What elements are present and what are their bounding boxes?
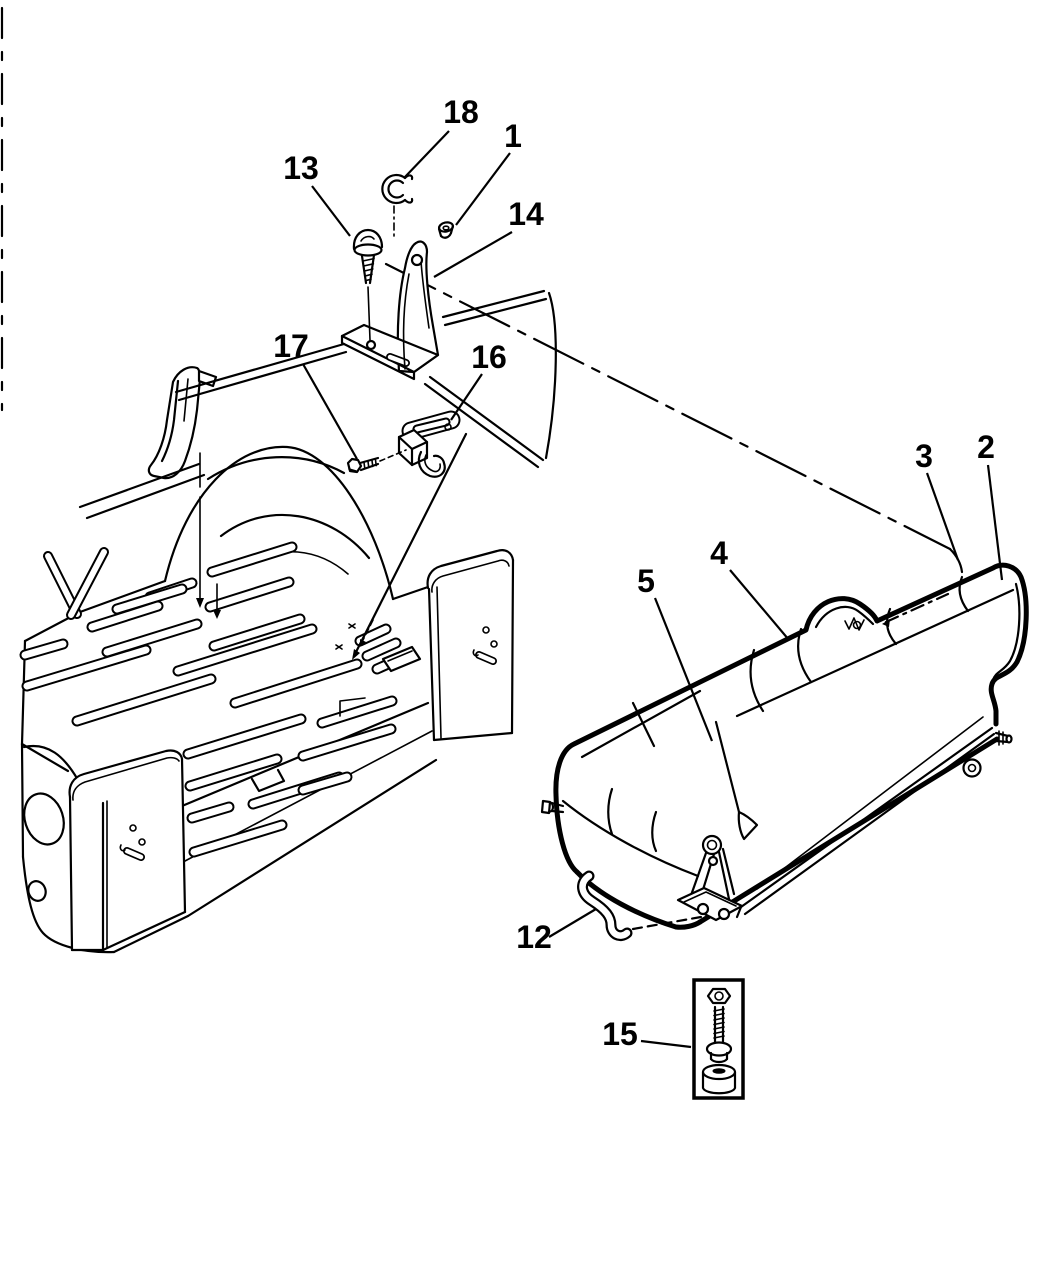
callout-3: 3 (915, 438, 960, 561)
callout-number: 15 (602, 1016, 638, 1052)
bracket-14 (340, 240, 440, 381)
callout-13: 13 (283, 150, 351, 237)
seat-frame-rail (673, 716, 1013, 930)
kit-nut (706, 987, 732, 1005)
callout-5: 5 (637, 563, 714, 742)
callout-number: 16 (471, 339, 507, 375)
clip-18 (381, 173, 414, 239)
kit-bolt (705, 1005, 733, 1064)
callout-number: 5 (637, 563, 655, 599)
seat-back-2-3-4 (553, 562, 1029, 875)
mounting-projection-lines (196, 452, 221, 619)
latch-16 (397, 410, 461, 478)
right-seat-pedestal (426, 549, 515, 742)
seat-pivot-bracket (676, 834, 744, 922)
callout-leader-line (925, 472, 960, 561)
callout-4: 4 (710, 535, 790, 641)
callout-number: 3 (915, 438, 933, 474)
callout-leader-line (986, 464, 1004, 581)
callout-number: 17 (273, 328, 309, 364)
screw-17 (346, 449, 407, 474)
callout-leader-line (548, 908, 597, 938)
seat-assembly (540, 562, 1029, 930)
callout-leader-line (403, 130, 450, 179)
latch-assembly (335, 410, 468, 660)
callout-number: 18 (443, 94, 479, 130)
callout-leader-line (729, 569, 790, 641)
left-seat-pedestal (68, 749, 187, 952)
floor-ribs (19, 541, 412, 858)
callout-number: 2 (977, 429, 995, 465)
callout-leader-line (450, 373, 483, 421)
callout-16: 16 (450, 339, 507, 421)
screw-13 (352, 228, 384, 341)
callout-2: 2 (977, 429, 1004, 581)
body-tub-drawing (19, 289, 557, 954)
hold-down-hook-12 (577, 870, 703, 942)
callout-12: 12 (516, 908, 597, 955)
callout-15: 15 (602, 1016, 692, 1052)
callout-leader-line (653, 597, 714, 742)
hardware-kit-box-15 (692, 978, 745, 1100)
plug-1 (437, 221, 455, 239)
callout-leader-line (302, 363, 358, 460)
callout-number: 1 (504, 118, 522, 154)
seat-cushion-5 (540, 689, 702, 930)
callouts-layer: 18 1 13 14 17 16 3 2 4 5 12 15 (273, 94, 1004, 1052)
callout-number: 4 (710, 535, 728, 571)
sport-bar-braces (43, 547, 109, 620)
hinge-bracket-assembly (340, 173, 964, 574)
callout-number: 14 (508, 196, 544, 232)
callout-leader-line (311, 185, 351, 237)
callout-17: 17 (273, 328, 358, 460)
kit-grommet (701, 1063, 737, 1095)
callout-18: 18 (403, 94, 479, 179)
callout-leader-line (640, 1039, 692, 1049)
callout-number: 13 (283, 150, 319, 186)
callout-leader-line (433, 231, 513, 278)
callout-leader-line (455, 152, 511, 226)
callout-14: 14 (433, 196, 544, 278)
callout-1: 1 (455, 118, 522, 226)
callout-number: 12 (516, 919, 552, 955)
